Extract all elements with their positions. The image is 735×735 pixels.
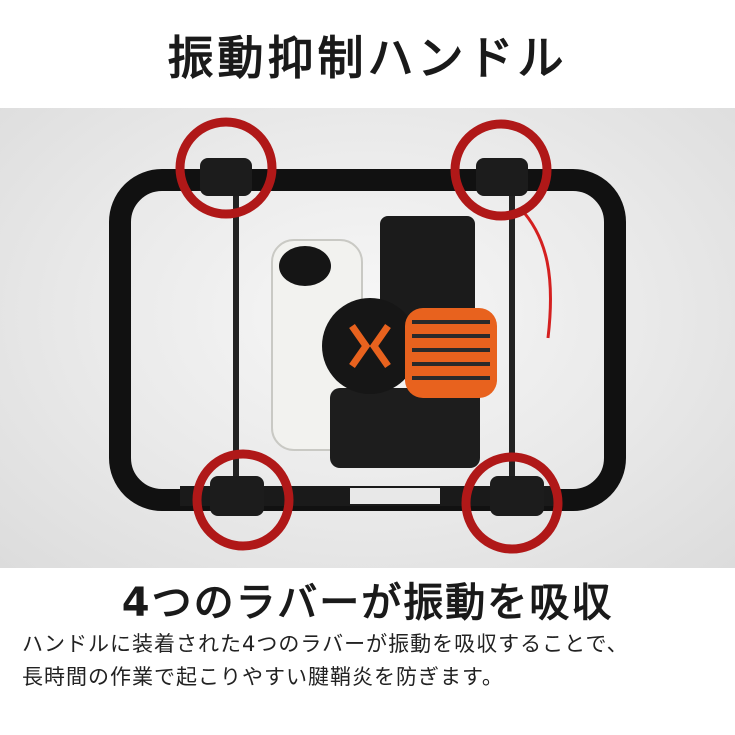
page-title: 振動抑制ハンドル [167, 31, 568, 85]
fuel-cap [279, 246, 331, 286]
feature-heading: 4つのラバーが振動を吸収 [121, 580, 614, 626]
cylinder-head [380, 216, 475, 326]
brand-logo [349, 323, 391, 369]
rubber-mounts [200, 158, 544, 516]
description-line: 長時間の作業で起こりやすい腱鞘炎を防ぎます。 [22, 665, 504, 689]
engine-base [330, 388, 480, 468]
product-photo [0, 108, 735, 568]
warning-label [350, 488, 440, 504]
rubber-mount-highlight-icon [175, 117, 563, 554]
safety-cord [518, 206, 553, 339]
earth-auger-illustration [109, 117, 626, 554]
orange-engine-cover [405, 308, 497, 398]
description-line: ハンドルに装着された4つのラバーが振動を吸収することで、 [22, 632, 629, 656]
feature-description: ハンドルに装着された4つのラバーが振動を吸収することで、 長時間の作業で起こりや… [22, 628, 722, 694]
